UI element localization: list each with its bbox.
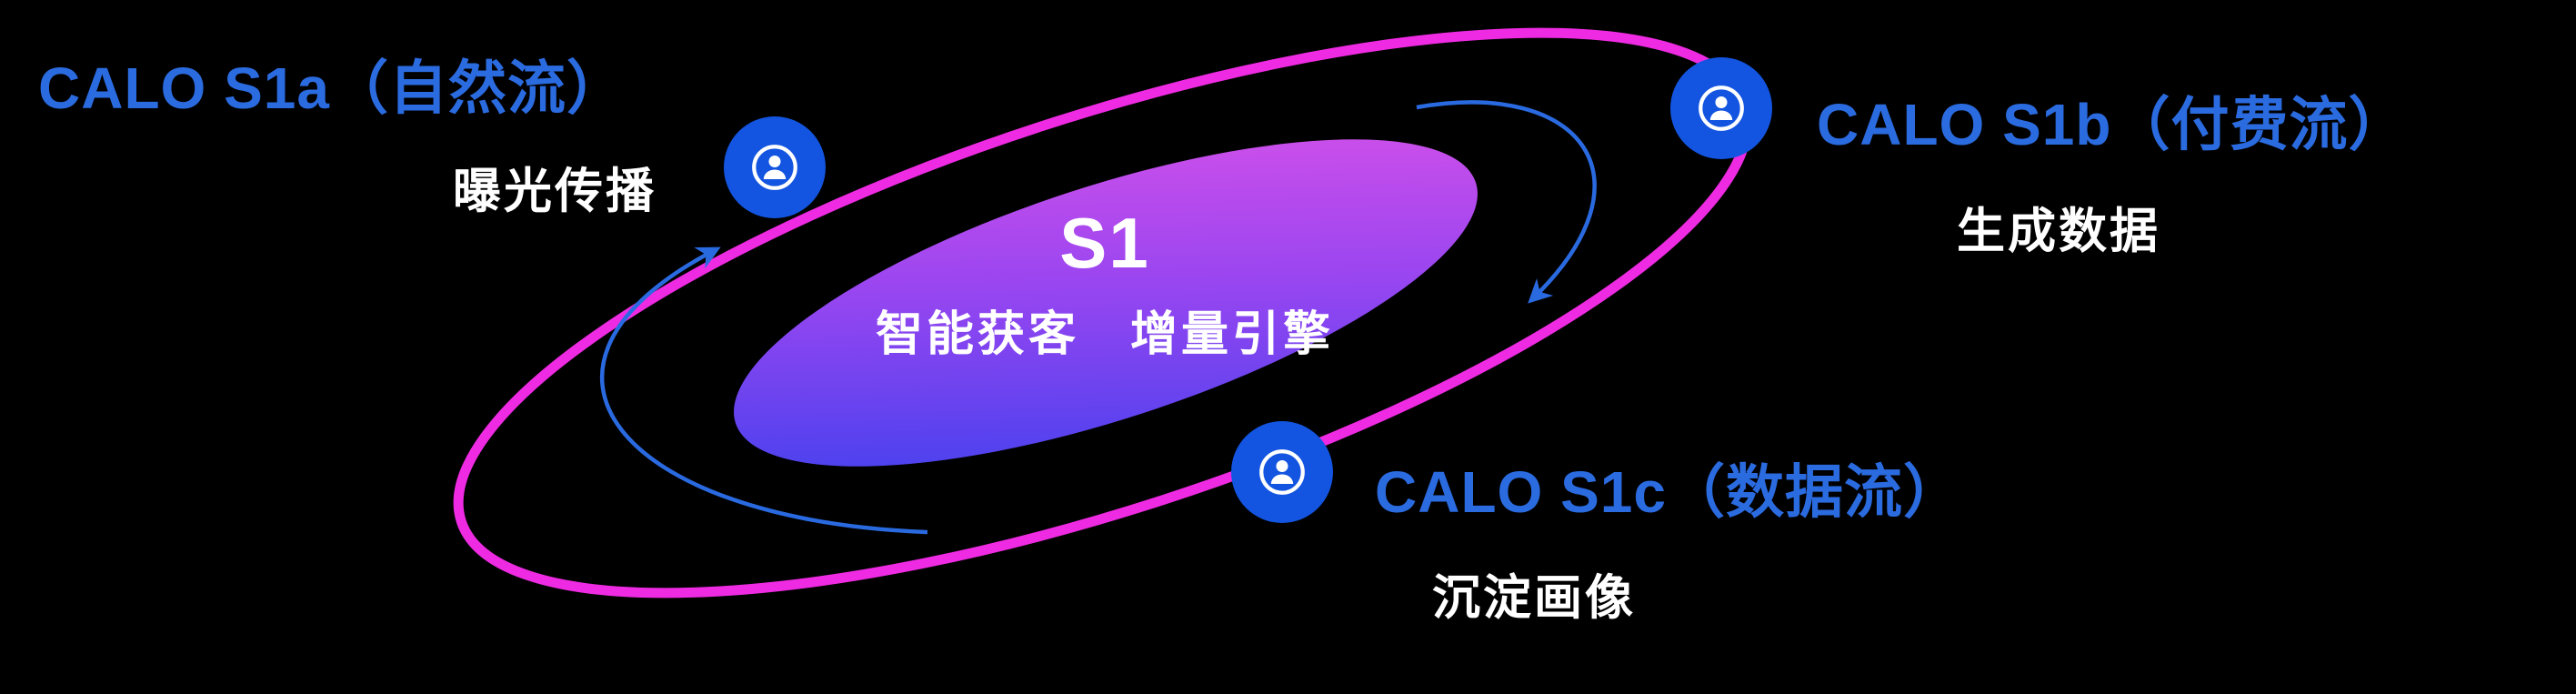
flow-arrow-left: [599, 246, 928, 535]
person-badge-icon: [1231, 421, 1333, 523]
person-badge-icon: [724, 116, 826, 218]
node-s1a-sublabel: 曝光传播: [453, 165, 657, 218]
flow-arrow-right: [1416, 100, 1597, 304]
person-badge-icon: [1670, 57, 1772, 159]
person-icon: [1259, 449, 1305, 495]
node-s1c-label: CALO S1c（数据流）: [1375, 459, 1962, 525]
node-s1b-sublabel: 生成数据: [1957, 205, 2160, 258]
node-s1c-sublabel: 沉淀画像: [1432, 571, 1636, 625]
core-ellipse: [734, 139, 1478, 467]
person-icon: [1699, 85, 1744, 131]
node-s1b-label: CALO S1b（付费流）: [1817, 92, 2408, 157]
node-s1a-label: CALO S1a（自然流）: [38, 55, 626, 121]
person-icon: [752, 145, 797, 190]
